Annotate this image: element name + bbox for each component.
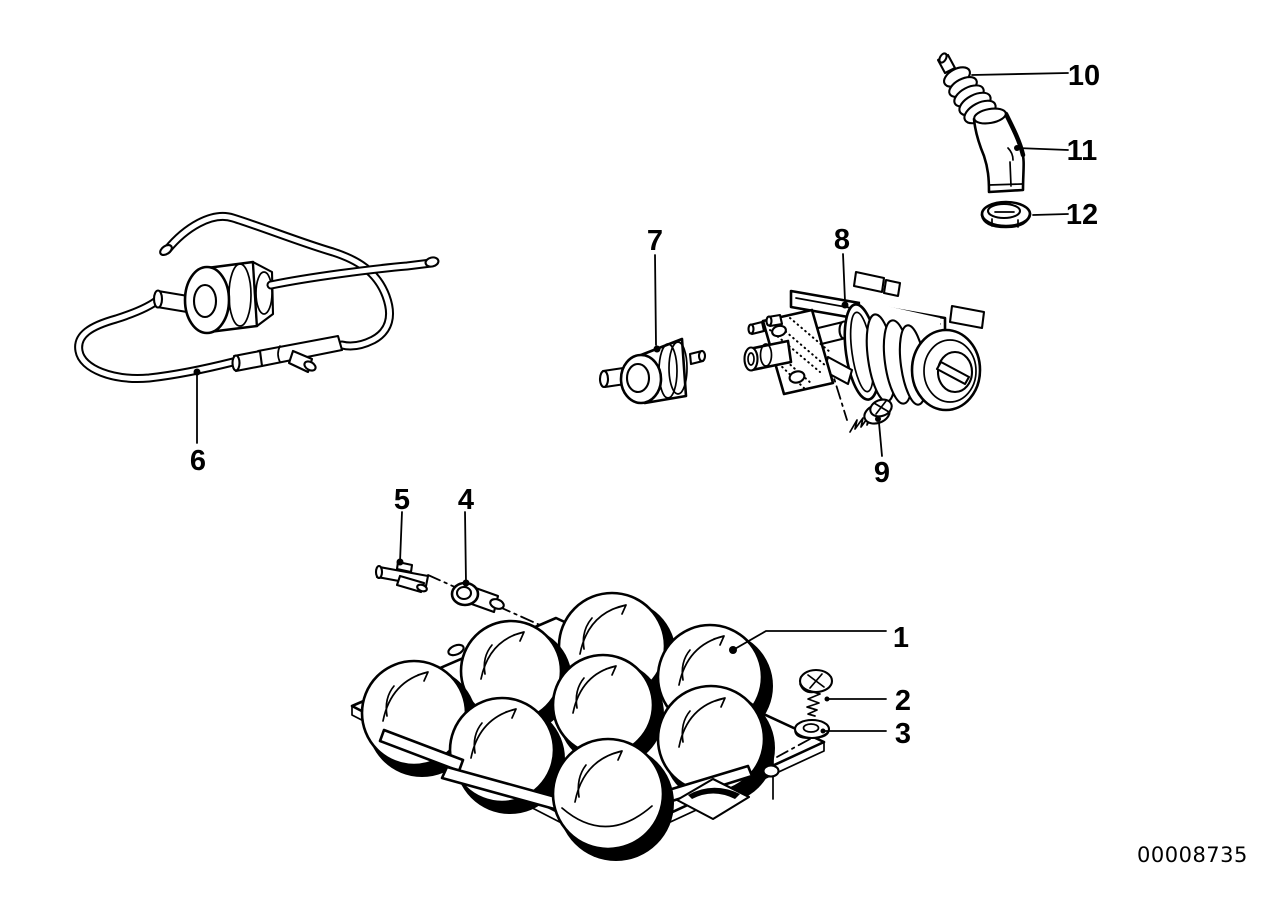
leader-5 — [396, 511, 404, 566]
part-7-valve — [598, 337, 707, 405]
leader-10 — [971, 72, 1069, 76]
callout-6-label[interactable]: 6 — [190, 445, 206, 477]
leader-3 — [820, 728, 887, 734]
leader-7 — [653, 254, 661, 353]
part-12-retaining-ring — [980, 200, 1032, 229]
callout-7-label[interactable]: 7 — [647, 225, 663, 257]
callout-labels: 1 2 3 4 5 6 7 8 9 10 11 12 — [190, 60, 1100, 750]
callout-3-label[interactable]: 3 — [895, 718, 911, 750]
part-2-screw — [798, 668, 834, 717]
leader-9 — [875, 416, 883, 457]
leader-11 — [1014, 145, 1069, 151]
leader-2 — [824, 696, 887, 702]
leader-1 — [729, 630, 887, 654]
leader-4 — [462, 511, 470, 587]
hose-tee-connector — [231, 334, 344, 374]
leader-6 — [193, 368, 201, 444]
ball — [551, 737, 674, 861]
part-3-washer — [793, 718, 831, 740]
plate-cutout — [675, 777, 751, 821]
servo-body — [843, 270, 986, 414]
callout-12-label[interactable]: 12 — [1066, 199, 1098, 231]
leader-12 — [1032, 213, 1069, 216]
leader-lines — [193, 72, 1069, 734]
part-8-servo-assembly — [743, 270, 986, 421]
screw-slot — [935, 360, 971, 386]
part-9-screw — [849, 398, 893, 433]
diagram-number: 00008735 — [1137, 843, 1248, 867]
part-11-elbow-boot — [972, 107, 1026, 194]
inline-filter — [183, 260, 275, 335]
hose-open-end-top — [159, 243, 173, 257]
hose-open-end-right — [424, 256, 440, 268]
callout-4-label[interactable]: 4 — [458, 484, 474, 516]
part-5-connector — [374, 560, 430, 594]
callout-1-label[interactable]: 1 — [893, 622, 909, 654]
callout-2-label[interactable]: 2 — [895, 685, 911, 717]
ball — [551, 653, 664, 767]
part-1-ball-reservoir — [350, 591, 826, 861]
callout-5-label[interactable]: 5 — [394, 484, 410, 516]
part-4-grommet — [450, 581, 505, 614]
leader-8 — [841, 253, 849, 309]
servo-mounting-plate — [761, 308, 835, 396]
callout-9-label[interactable]: 9 — [874, 457, 890, 489]
callout-10-label[interactable]: 10 — [1068, 60, 1100, 92]
part-6-hose-assembly — [74, 212, 440, 383]
callout-11-label[interactable]: 11 — [1067, 135, 1098, 167]
callout-8-label[interactable]: 8 — [834, 224, 850, 256]
